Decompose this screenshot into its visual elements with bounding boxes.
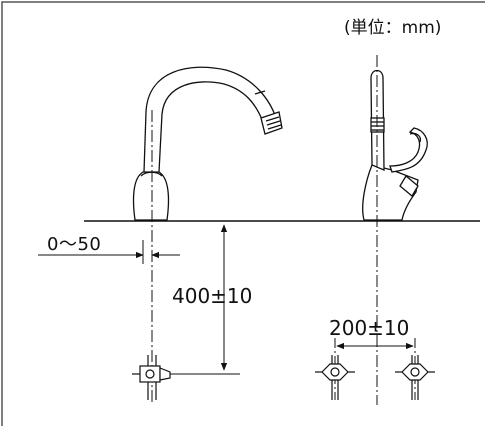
faucet-spout (143, 66, 277, 173)
faucet-base (132, 171, 170, 221)
spacing-dimension (334, 338, 416, 400)
right-stop-valve-1 (315, 355, 355, 400)
right-stop-valve-2 (395, 355, 435, 400)
unit-label: (単位：mm) (344, 18, 442, 38)
faucet-lever (389, 127, 428, 173)
dimension-outlet-offset: 0～50 (47, 234, 102, 255)
dimension-mount-height: 400±10 (172, 284, 253, 308)
faucet-front-view (132, 66, 283, 221)
faucet-side-view (362, 69, 428, 221)
height-dimension (160, 224, 240, 375)
dimension-valve-spacing: 200±10 (329, 316, 410, 340)
left-stop-valve (132, 355, 171, 400)
offset-dimension (38, 240, 180, 264)
